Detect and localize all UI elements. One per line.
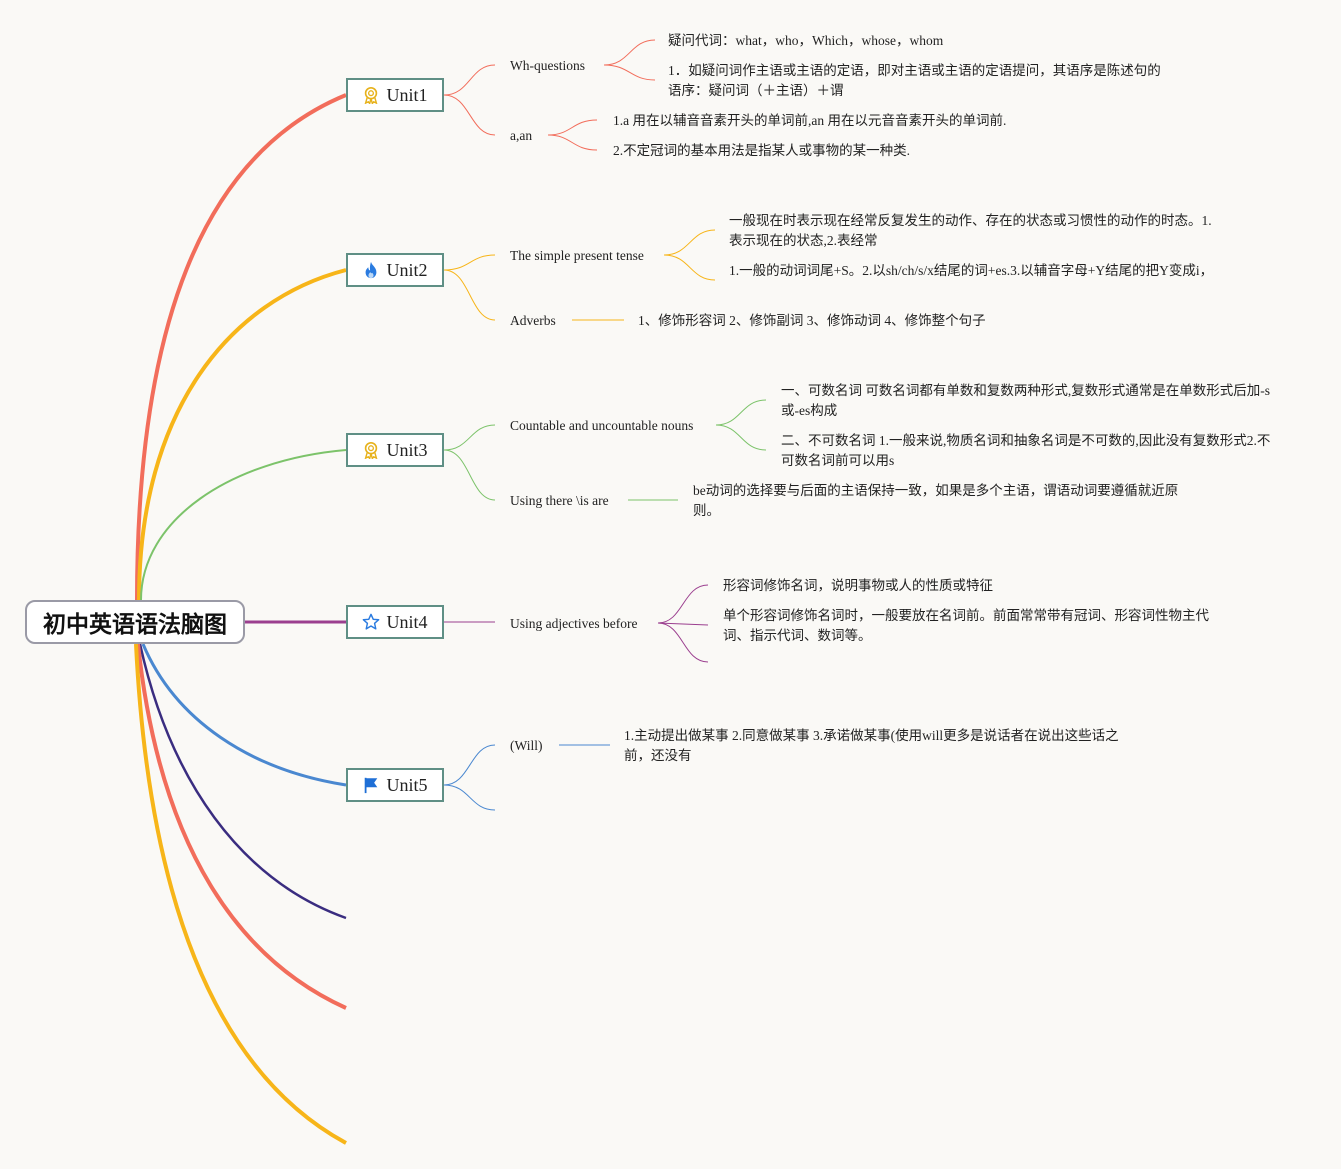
- unit-node-1[interactable]: Unit1: [346, 78, 444, 112]
- detail-simple-present-meaning: 一般现在时表示现在经常反复发生的动作、存在的状态或习惯性的动作的时态。1.表示现…: [729, 213, 1212, 248]
- unit-node-3[interactable]: Unit3: [346, 433, 444, 467]
- star-outline-icon: [363, 613, 380, 630]
- branch-root-extra-red: [136, 643, 347, 1010]
- detail-a-an-usage: 1.a 用在以辅音音素开头的单词前,an 用在以元音音素开头的单词前.: [613, 113, 1007, 128]
- flag-icon: [365, 777, 378, 794]
- ribbon-medal-icon: [365, 441, 378, 459]
- ribbon-medal-icon: [365, 86, 378, 104]
- detail-simple-present-forms: 1.一般的动词词尾+S。2.以sh/ch/s/x结尾的词+es.3.以辅音字母+…: [729, 263, 1214, 278]
- topic-there-is-are[interactable]: Using there \is are: [510, 493, 609, 508]
- topic-will[interactable]: (Will): [510, 738, 543, 753]
- unit-label: Unit5: [386, 774, 428, 795]
- topic-a-an[interactable]: a,an: [510, 128, 533, 143]
- branch-root-unit2: [137, 268, 347, 601]
- unit-label: Unit4: [386, 611, 428, 632]
- branch-root-unit5: [141, 643, 347, 787]
- detail-adverbs: 1、修饰形容词 2、修饰副词 3、修饰动词 4、修饰整个句子: [638, 313, 986, 328]
- topic-nouns[interactable]: Countable and uncountable nouns: [510, 418, 694, 433]
- flame-icon: [366, 261, 377, 279]
- detail-indefinite-article: 2.不定冠词的基本用法是指某人或事物的某一种类.: [613, 143, 910, 158]
- detail-adjective-meaning: 形容词修饰名词，说明事物或人的性质或特征: [723, 578, 993, 593]
- detail-wh-pronouns: 疑问代词：what，who，Which，whose，whom: [668, 33, 944, 48]
- detail-wh-word-order: 1．如疑问词作主语或主语的定语，即对主语或主语的定语提问，其语序是陈述句的语序：…: [668, 63, 1161, 98]
- detail-will-usage: 1.主动提出做某事 2.同意做某事 3.承诺做某事(使用will更多是说话者在说…: [624, 728, 1119, 763]
- unit-label: Unit1: [386, 84, 428, 105]
- branch-root-unit1: [135, 93, 347, 601]
- root-node[interactable]: 初中英语语法脑图: [25, 600, 245, 644]
- branch-root-unit3: [140, 449, 347, 601]
- unit-node-4[interactable]: Unit4: [346, 605, 444, 639]
- unit-label: Unit3: [386, 439, 428, 460]
- unit-node-5[interactable]: Unit5: [346, 768, 444, 802]
- root-title: 初中英语语法脑图: [43, 612, 227, 638]
- topic-wh-questions[interactable]: Wh-questions: [510, 58, 585, 73]
- unit-label: Unit2: [386, 259, 428, 280]
- detail-there-is-are: be动词的选择要与后面的主语保持一致，如果是多个主语，谓语动词要遵循就近原则。: [693, 483, 1179, 518]
- topic-adjectives-before[interactable]: Using adjectives before: [510, 616, 638, 631]
- detail-uncountable-nouns: 二、不可数名词 1.一般来说,物质名词和抽象名词是不可数的,因此没有复数形式2.…: [781, 433, 1271, 468]
- topic-adverbs[interactable]: Adverbs: [510, 313, 556, 328]
- unit-node-2[interactable]: Unit2: [346, 253, 444, 287]
- detail-countable-nouns: 一、可数名词 可数名词都有单数和复数两种形式,复数形式通常是在单数形式后加-s或…: [781, 383, 1270, 418]
- branch-root-extra-yellow: [134, 643, 347, 1145]
- branch-root-extra-purple: [138, 643, 347, 920]
- topic-simple-present[interactable]: The simple present tense: [510, 248, 644, 263]
- detail-adjective-position: 单个形容词修饰名词时，一般要放在名词前。前面常常带有冠词、形容词性物主代词、指示…: [723, 608, 1209, 643]
